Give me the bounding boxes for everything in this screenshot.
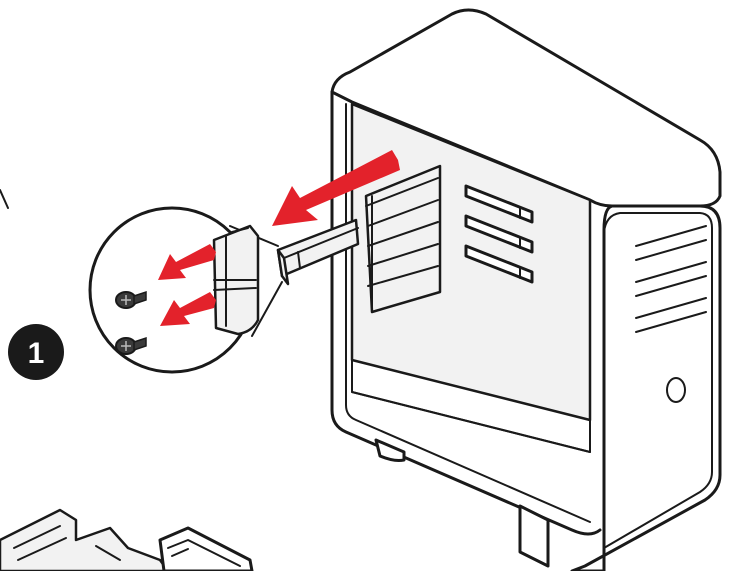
case-foot-front: [518, 504, 550, 568]
case-foot-rear: [374, 438, 406, 462]
case-side-rim: [330, 90, 602, 536]
pcie-slot-icon: [464, 184, 534, 284]
pc-case: [330, 8, 722, 571]
expansion-bracket-partial: [158, 526, 254, 571]
step-number: 1: [28, 337, 45, 370]
step-badge: 1: [8, 324, 64, 380]
expansion-slot-area: [364, 164, 442, 314]
edge-mark: [0, 189, 9, 209]
removal-arrow-screw-top: [158, 244, 216, 280]
graphics-card-partial: [0, 508, 170, 571]
screw-icon: [115, 336, 147, 355]
zoom-detail-circle: [88, 206, 283, 374]
removal-arrow-screw-bottom: [160, 292, 216, 326]
screw-icon: [115, 290, 147, 309]
expansion-slot-cover: [276, 218, 360, 286]
removal-arrow-main: [272, 150, 400, 226]
case-front-panel: [570, 204, 722, 571]
front-vents: [635, 225, 707, 333]
case-top-panel: [330, 8, 722, 208]
power-button-icon: [666, 377, 686, 403]
